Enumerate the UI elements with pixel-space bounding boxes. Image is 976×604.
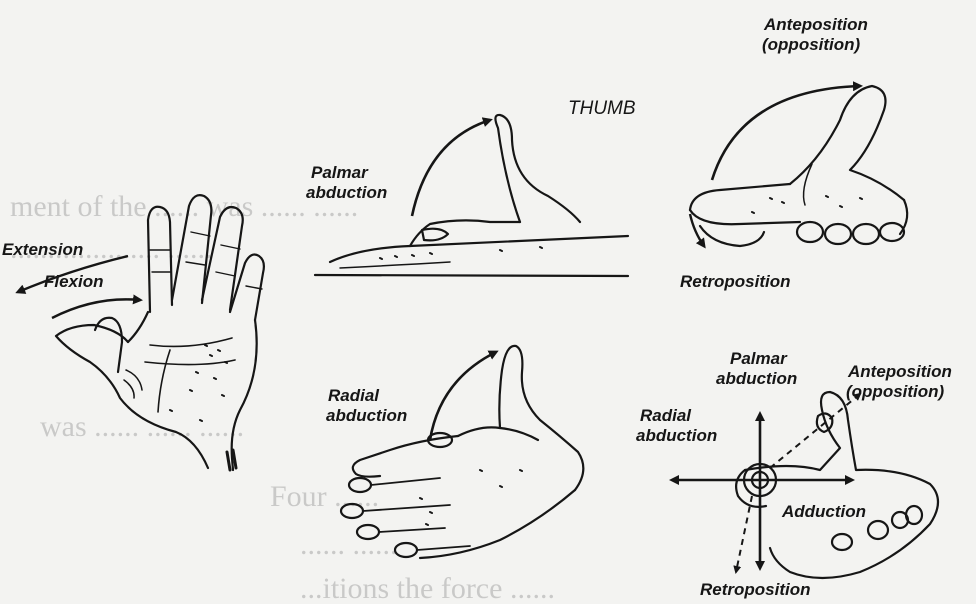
label-diagram-radial-line1: Radial — [636, 406, 717, 426]
label-diagram-adduction: Adduction — [782, 502, 866, 522]
label-diagram-retroposition: Retroposition — [700, 580, 811, 600]
label-palmar-abduction-line2: abduction — [306, 183, 387, 203]
thumb-motion-axis-diagram — [736, 392, 938, 578]
label-diagram-anteposition-line2: (opposition) — [846, 382, 952, 402]
label-diagram-palmar-line1: Palmar — [716, 349, 797, 369]
label-extension: Extension — [2, 240, 83, 260]
label-anteposition-top-line2: (opposition) — [762, 35, 868, 55]
label-diagram-palmar-line2: abduction — [716, 369, 797, 389]
label-palmar-abduction: Palmar abduction — [306, 163, 387, 203]
label-anteposition-top: Anteposition (opposition) — [762, 15, 868, 55]
label-diagram-radial-abduction: Radial abduction — [636, 406, 717, 446]
label-radial-abduction-line1: Radial — [326, 386, 407, 406]
anteposition-hand-illustration — [690, 86, 907, 246]
label-radial-abduction: Radial abduction — [326, 386, 407, 426]
palmar-abduction-arrow — [412, 120, 490, 216]
label-diagram-radial-line2: abduction — [636, 426, 717, 446]
label-anteposition-top-line1: Anteposition — [762, 15, 868, 35]
label-diagram-palmar-abduction: Palmar abduction — [716, 349, 797, 389]
thumb-title: THUMB — [568, 99, 636, 119]
label-radial-abduction-line2: abduction — [326, 406, 407, 426]
radial-abduction-illustration — [341, 346, 583, 558]
label-diagram-anteposition-line1: Anteposition — [846, 362, 952, 382]
label-flexion: Flexion — [44, 272, 104, 292]
open-hand-illustration — [56, 195, 264, 470]
label-retroposition-top: Retroposition — [680, 272, 791, 292]
label-palmar-abduction-line1: Palmar — [306, 163, 387, 183]
opposition-dashed-arrows — [736, 394, 860, 572]
label-diagram-anteposition: Anteposition (opposition) — [846, 362, 952, 402]
anteposition-arrow — [712, 86, 860, 180]
